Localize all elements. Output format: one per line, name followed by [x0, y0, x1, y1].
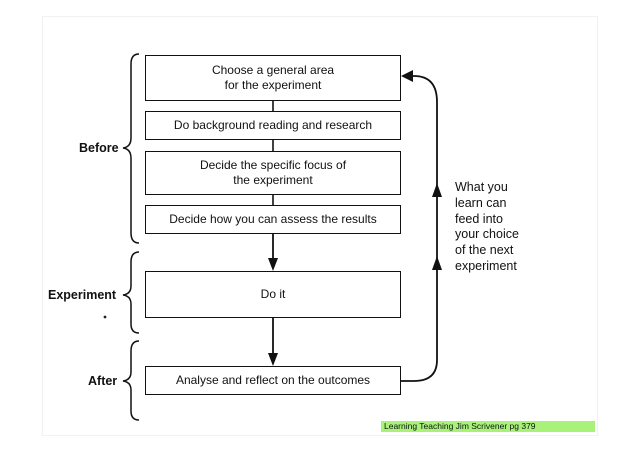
experiment-brace: [122, 251, 140, 334]
step-box-do-it: Do it: [145, 271, 401, 318]
feedback-up-arrow-1: [432, 183, 442, 197]
step-box-choose-area: Choose a general area for the experiment: [145, 55, 401, 101]
stage-label-before: Before: [79, 141, 119, 155]
arrow-to-analyse-head: [268, 353, 278, 366]
feedback-line: experiment: [455, 258, 517, 273]
feedback-up-arrow-2: [432, 256, 442, 270]
feedback-loop-path: [401, 75, 438, 382]
step-box-analyse-reflect: Analyse and reflect on the outcomes: [145, 366, 401, 395]
source-credit: Learning Teaching Jim Scrivener pg 379: [381, 421, 595, 432]
step-text: Do it: [260, 287, 286, 301]
step-box-background-reading: Do background reading and research: [145, 111, 401, 140]
arrow-to-do-it-head: [268, 258, 278, 271]
stage-label-experiment: Experiment: [48, 288, 117, 302]
before-brace: [122, 53, 140, 244]
feedback-line: your choice: [455, 227, 519, 242]
step-box-specific-focus: Decide the specific focus of the experim…: [145, 151, 401, 195]
step-text: Decide the specific focus of the experim…: [199, 158, 347, 187]
step-text: Choose a general area for the experiment: [211, 63, 335, 92]
after-brace: [122, 340, 140, 421]
feedback-line: learn can: [455, 195, 507, 210]
scan-speck: [103, 315, 107, 319]
feedback-loop-arrowhead: [401, 70, 413, 82]
feedback-line: What you: [455, 180, 508, 194]
stage-label-after: After: [88, 374, 118, 388]
step-text: Do background reading and research: [173, 118, 373, 132]
step-text: Analyse and reflect on the outcomes: [175, 373, 371, 387]
step-box-assess-results: Decide how you can assess the results: [145, 205, 401, 234]
feedback-line: feed into: [455, 211, 503, 226]
feedback-note: What you learn can feed into your choice…: [455, 180, 565, 275]
feedback-line: of the next: [455, 243, 514, 258]
step-text: Decide how you can assess the results: [169, 212, 377, 226]
